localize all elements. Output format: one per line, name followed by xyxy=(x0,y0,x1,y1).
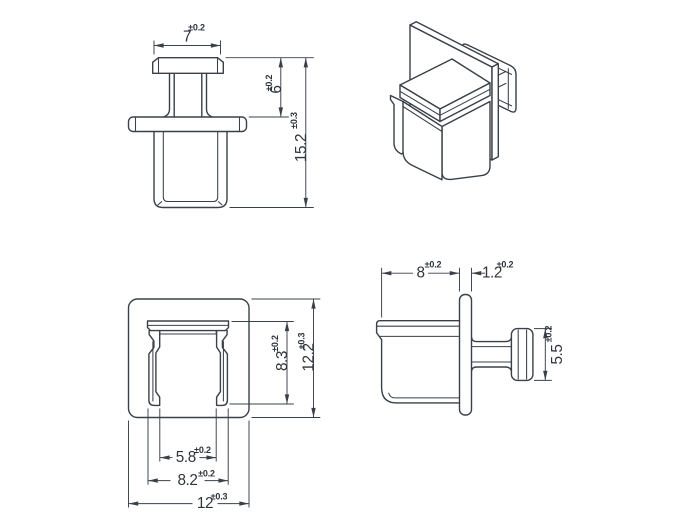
face-bottom-extensions xyxy=(128,408,250,508)
iso-bar-lip-lines xyxy=(399,88,491,116)
front-stem xyxy=(163,72,213,118)
side-knob-chamfer-lines xyxy=(517,329,528,380)
dim-knob-diameter-tol: ±0.2 xyxy=(544,325,554,342)
face-slot-back-edge xyxy=(159,330,217,335)
dim-clip-outer-width-tol: ±0.2 xyxy=(198,469,215,479)
front-dim7-extensions xyxy=(153,40,221,55)
side-bar-inner-lines xyxy=(376,325,461,337)
face-view: 5.8 ±0.2 8.2 ±0.2 12 ±0.3 8.3 ±0.2 12.2 … xyxy=(127,298,321,512)
iso-body-slot-line xyxy=(402,105,443,133)
side-body-inner-bottom xyxy=(388,392,461,399)
dim-knob-height-tol: ±0.2 xyxy=(264,74,274,91)
dim-total-height-tol: ±0.3 xyxy=(289,112,299,129)
face-bar-outline xyxy=(146,320,230,332)
front-body-inner-wall xyxy=(162,130,219,203)
front-flange-end-lines xyxy=(134,116,241,132)
side-dim-extensions xyxy=(381,267,552,381)
front-elevation-view: 7 ±0.2 6 ±0.2 15.2 ±0.3 xyxy=(127,23,314,209)
front-body-outline xyxy=(153,130,228,209)
dim-plate-height-tol: ±0.3 xyxy=(297,332,307,349)
dim-clip-inner-width-tol: ±0.2 xyxy=(194,445,211,455)
side-knob-outline xyxy=(510,327,534,382)
dim-body-depth-value: 8 xyxy=(416,265,424,282)
side-stem-outer xyxy=(471,337,513,372)
front-body-corner-ticks xyxy=(157,201,223,206)
face-right-leg xyxy=(215,329,229,407)
dim-knob-diameter-value: 5.5 xyxy=(549,344,566,364)
dim-clip-height-value: 8.3 xyxy=(274,351,291,371)
face-left-leg xyxy=(148,329,161,407)
dim-plate-thickness-value: 1.2 xyxy=(482,265,502,282)
front-knob-outline xyxy=(152,57,224,74)
face-plate-outline xyxy=(127,298,250,419)
side-body-outline xyxy=(375,320,461,404)
dim-plate-thickness-tol: ±0.2 xyxy=(497,260,514,270)
front-knob-chamfer-lines xyxy=(157,57,219,74)
side-plate xyxy=(458,293,473,416)
isometric-view xyxy=(389,21,517,181)
dim-plate-height-value: 12.2 xyxy=(301,343,318,371)
iso-plate-side-edge xyxy=(491,63,499,161)
iso-left-leg-barb xyxy=(389,94,404,155)
dim-plate-width-tol: ±0.3 xyxy=(211,492,228,502)
front-flange xyxy=(127,116,248,133)
side-elevation-view: 8 ±0.2 1.2 ±0.2 5.5 ±0.2 xyxy=(375,260,566,416)
dim-plate-width-value: 12 xyxy=(197,495,213,512)
dim-clip-inner-width-value: 5.8 xyxy=(176,449,196,466)
dim-knob-width-tol: ±0.2 xyxy=(188,23,205,33)
dim-total-height-value: 15.2 xyxy=(293,134,310,162)
dim-knob-height-value: 6 xyxy=(268,85,285,93)
dim-clip-height-tol: ±0.2 xyxy=(270,335,280,352)
front-dim6-extensions xyxy=(225,57,314,118)
dim-body-depth-tol: ±0.2 xyxy=(425,260,442,270)
dim-clip-outer-width-value: 8.2 xyxy=(177,472,197,489)
face-dim83-extensions xyxy=(229,321,294,405)
face-dim122-extensions xyxy=(251,298,321,418)
side-stem-inner xyxy=(470,346,512,363)
dim-knob-width-value: 7 xyxy=(183,29,191,46)
